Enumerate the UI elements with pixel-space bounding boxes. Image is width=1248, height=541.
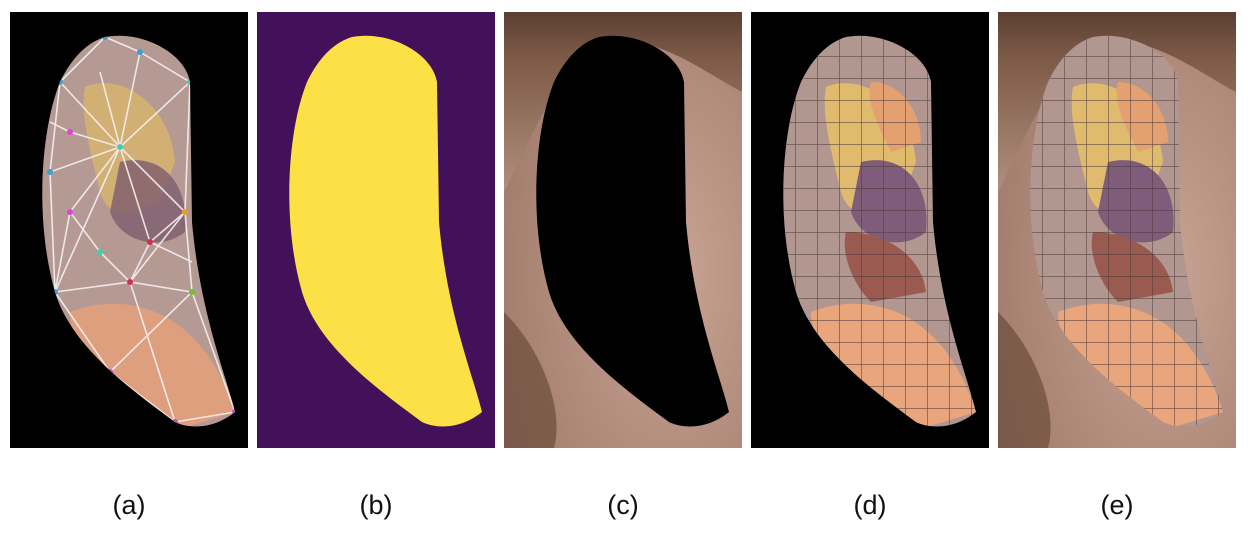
caption-d: (d) — [853, 490, 887, 520]
caption-e: (e) — [1100, 490, 1134, 520]
panel-a — [10, 12, 248, 448]
panel-c — [504, 12, 742, 448]
composited-ear-image — [998, 12, 1236, 448]
mesh-ear-image — [10, 12, 248, 448]
masked-photo-image — [504, 12, 742, 448]
panel-b — [257, 12, 495, 448]
panel-e — [998, 12, 1236, 448]
caption-b: (b) — [359, 490, 393, 520]
caption-c: (c) — [607, 490, 639, 520]
panel-d — [751, 12, 989, 448]
textured-ear-image — [751, 12, 989, 448]
mask-image — [257, 12, 495, 448]
caption-a: (a) — [112, 490, 146, 520]
